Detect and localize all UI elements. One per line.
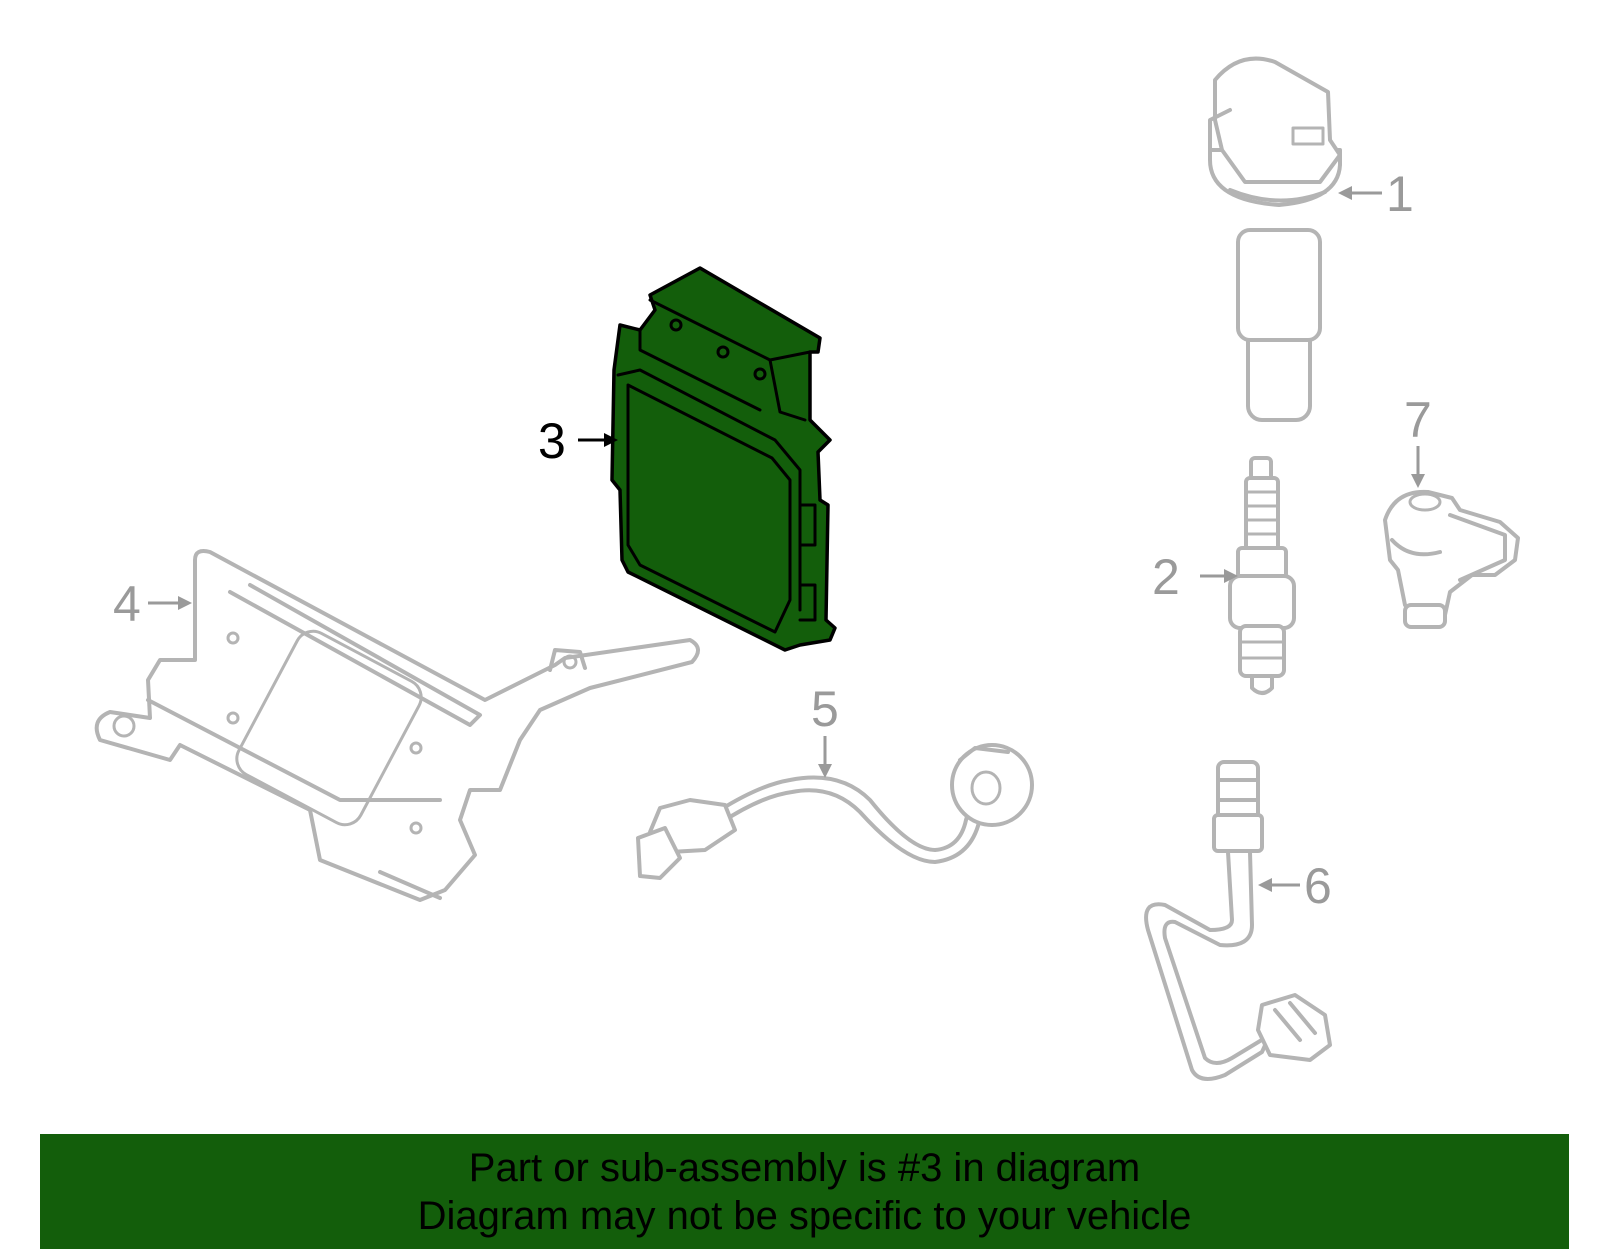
callout-arrow-6	[1258, 878, 1300, 892]
camshaft-sensor-part[interactable]	[1383, 489, 1520, 629]
banner-line-disclaimer: Diagram may not be specific to your vehi…	[417, 1194, 1192, 1238]
callout-arrow-4	[148, 596, 192, 610]
info-banner: Part or sub-assembly is #3 in diagram Di…	[40, 1134, 1569, 1249]
callout-number-7[interactable]: 7	[1404, 392, 1432, 448]
knock-sensor-part[interactable]	[636, 743, 1034, 880]
spark-plug-part[interactable]	[1228, 456, 1296, 695]
callout-number-2[interactable]: 2	[1152, 549, 1180, 605]
callout-number-4[interactable]: 4	[113, 576, 141, 632]
callout-number-5[interactable]: 5	[811, 681, 839, 737]
callout-number-6[interactable]: 6	[1304, 858, 1332, 914]
engine-control-module-part[interactable]	[610, 266, 837, 652]
callout-arrow-7	[1411, 446, 1425, 488]
callout-number-1[interactable]: 1	[1386, 166, 1414, 222]
callout-arrow-1	[1338, 186, 1382, 200]
callout-arrow-3	[578, 433, 618, 447]
ignition-coil-part[interactable]	[1208, 56, 1342, 422]
mounting-bracket-part[interactable]	[94, 549, 700, 902]
callout-arrow-2	[1200, 569, 1238, 583]
callout-number-3[interactable]: 3	[538, 413, 566, 469]
oxygen-sensor-part[interactable]	[1144, 760, 1332, 1081]
banner-line-part-number: Part or sub-assembly is #3 in diagram	[468, 1146, 1141, 1190]
callout-arrow-5	[818, 736, 832, 778]
